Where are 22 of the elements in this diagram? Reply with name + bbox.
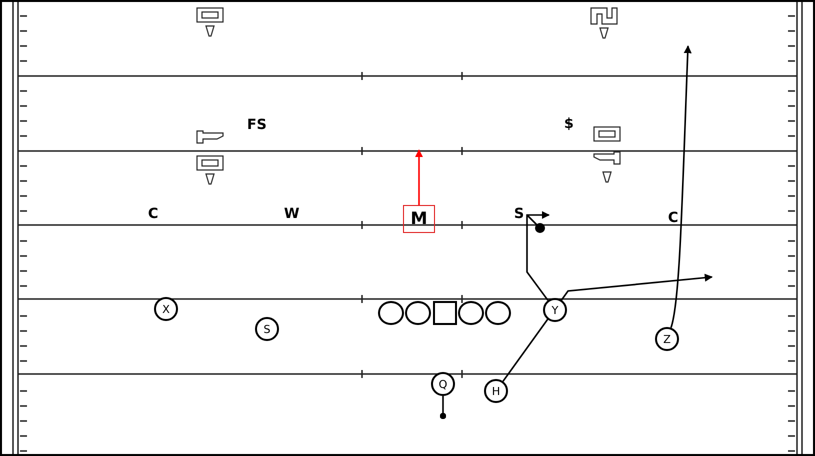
defender-label: $ <box>564 116 574 132</box>
center-square <box>433 301 457 325</box>
player-circle: S <box>255 317 279 341</box>
player-circle: H <box>484 379 508 403</box>
lineman-circle <box>485 301 511 325</box>
defender-label: C <box>148 206 158 222</box>
lineman-circle <box>458 301 484 325</box>
player-circle: Z <box>655 327 679 351</box>
defender-label: W <box>284 206 300 222</box>
defender-label: FS <box>247 117 267 133</box>
player-circle: Q <box>431 372 455 396</box>
defender-label: C <box>668 210 678 226</box>
player-circle: Y <box>543 298 567 322</box>
route-arrow <box>670 45 692 328</box>
defender-label: S <box>514 206 524 222</box>
route-arrow <box>502 274 713 382</box>
player-circle: X <box>154 297 178 321</box>
defender-box: M <box>403 205 435 233</box>
lineman-circle <box>405 301 431 325</box>
route-arrow <box>415 149 423 205</box>
lineman-circle <box>378 301 404 325</box>
route-arrow <box>526 211 550 301</box>
